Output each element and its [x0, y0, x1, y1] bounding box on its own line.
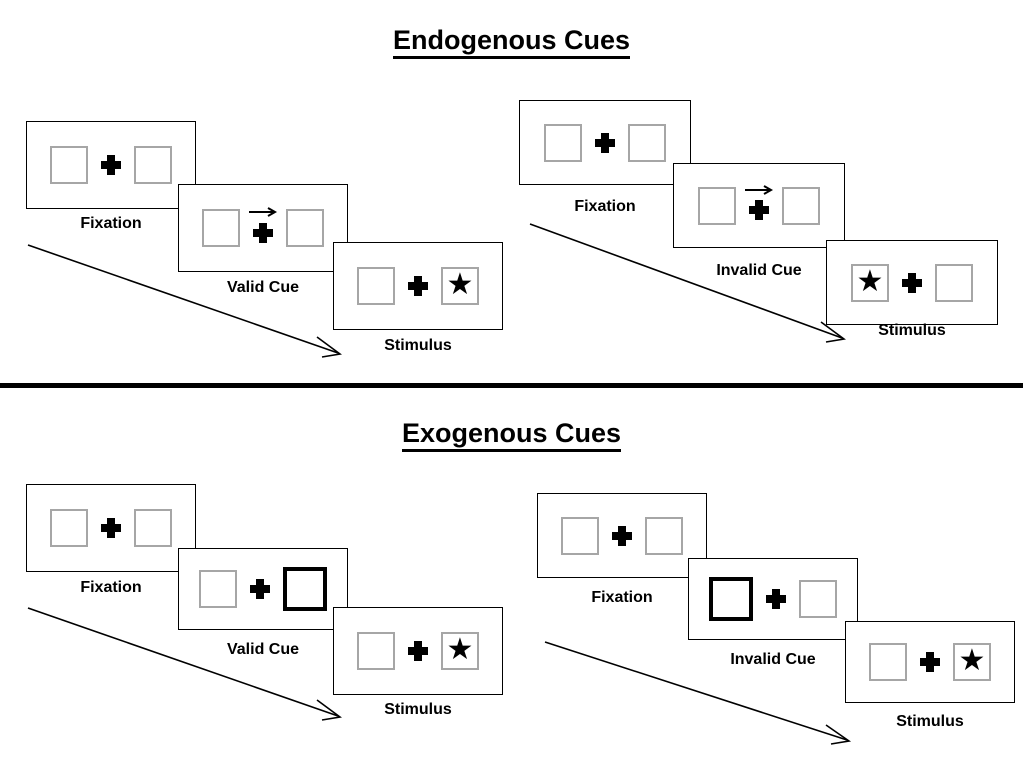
section-title-exogenous: Exogenous Cues: [0, 418, 1023, 452]
stage-card-content: ★: [827, 241, 997, 324]
arrow-right-icon: [744, 184, 774, 195]
stage-caption-fixation: Fixation: [591, 589, 653, 606]
fixation-cross-wrap: [889, 260, 935, 306]
left-box: ★: [851, 263, 889, 302]
stage-card-stimulus: ★: [826, 240, 998, 325]
stage-caption-cue: Valid Cue: [226, 279, 300, 296]
stage-card-stimulus: ★: [333, 607, 503, 695]
stage-card-content: [27, 122, 195, 208]
star-icon: ★: [958, 644, 986, 677]
right-box: [628, 123, 666, 162]
stage-card-content: ★: [334, 608, 502, 694]
fixation-cross-icon: [612, 525, 632, 546]
stage-card-cue: [673, 163, 845, 248]
star-icon: ★: [446, 268, 474, 301]
left-box: [357, 632, 395, 670]
section-title-endogenous: Endogenous Cues: [0, 25, 1023, 59]
fixation-cross-icon: [766, 589, 786, 609]
right-box: [782, 186, 820, 225]
right-box: [935, 263, 973, 302]
left-box: [50, 146, 88, 184]
stage-card-cue: [178, 184, 348, 272]
left-box: [202, 209, 240, 247]
stage-caption-stimulus: Stimulus: [384, 337, 452, 354]
stage-card-fixation: [519, 100, 691, 185]
stage-card-content: ★: [334, 243, 502, 329]
section-title-exogenous-text: Exogenous Cues: [401, 418, 622, 452]
stage-caption-stimulus: Stimulus: [384, 701, 452, 718]
fixation-cross-icon: [408, 276, 428, 296]
left-box: [199, 570, 237, 608]
arrow-right-icon: [248, 207, 278, 217]
right-box-cued: [283, 567, 327, 611]
stage-card-content: [689, 559, 857, 639]
stage-card-content: [520, 101, 690, 184]
fixation-cross-wrap: [599, 513, 645, 559]
fixation-cross-icon: [749, 200, 769, 220]
stage-caption-cue: Invalid Cue: [716, 262, 802, 279]
fixation-cross-wrap: [907, 639, 953, 685]
fixation-cross-wrap: [240, 205, 286, 251]
fixation-cross-icon: [253, 222, 273, 243]
fixation-cross-wrap: [395, 628, 441, 674]
section-title-endogenous-text: Endogenous Cues: [392, 25, 630, 59]
left-box: [561, 516, 599, 555]
stage-card-content: [27, 485, 195, 571]
right-box: ★: [953, 643, 991, 681]
fixation-cross-wrap: [395, 263, 441, 309]
stage-card-content: [179, 549, 347, 629]
stage-caption-stimulus: Stimulus: [878, 322, 946, 339]
left-box: [869, 643, 907, 681]
fixation-cross-wrap: [88, 142, 134, 188]
stage-card-stimulus: ★: [333, 242, 503, 330]
stage-caption-fixation: Fixation: [574, 198, 636, 215]
left-box-cued: [709, 577, 753, 621]
stage-card-fixation: [26, 121, 196, 209]
stage-caption-cue: Invalid Cue: [730, 651, 816, 668]
stage-card-content: [538, 494, 706, 577]
stage-caption-stimulus: Stimulus: [896, 713, 964, 730]
stage-card-fixation: [26, 484, 196, 572]
left-box: [698, 186, 736, 225]
star-icon: ★: [856, 264, 884, 298]
fixation-cross-icon: [902, 272, 922, 293]
left-box: [50, 509, 88, 547]
fixation-cross-icon: [101, 518, 121, 538]
stage-card-content: [674, 164, 844, 247]
stage-caption-fixation: Fixation: [80, 215, 142, 232]
stage-card-stimulus: ★: [845, 621, 1015, 703]
stage-card-fixation: [537, 493, 707, 578]
stage-caption-cue: Valid Cue: [226, 641, 300, 658]
section-divider: [0, 383, 1023, 388]
stage-caption-fixation: Fixation: [80, 579, 142, 596]
right-box: [645, 516, 683, 555]
right-box: ★: [441, 632, 479, 670]
stage-card-cue: [688, 558, 858, 640]
right-box: ★: [441, 267, 479, 305]
fixation-cross-wrap: [753, 576, 799, 622]
stage-card-content: ★: [846, 622, 1014, 702]
fixation-cross-icon: [595, 132, 615, 153]
fixation-cross-wrap: [582, 120, 628, 166]
fixation-cross-wrap: [88, 505, 134, 551]
left-box: [544, 123, 582, 162]
stage-card-cue: [178, 548, 348, 630]
star-icon: ★: [446, 633, 474, 666]
fixation-cross-wrap: [736, 183, 782, 229]
fixation-cross-icon: [250, 579, 270, 599]
fixation-cross-wrap: [237, 566, 283, 612]
fixation-cross-icon: [408, 641, 428, 661]
stage-card-content: [179, 185, 347, 271]
fixation-cross-icon: [920, 652, 940, 672]
left-box: [357, 267, 395, 305]
right-box: [799, 580, 837, 618]
right-box: [134, 146, 172, 184]
right-box: [286, 209, 324, 247]
right-box: [134, 509, 172, 547]
fixation-cross-icon: [101, 155, 121, 175]
